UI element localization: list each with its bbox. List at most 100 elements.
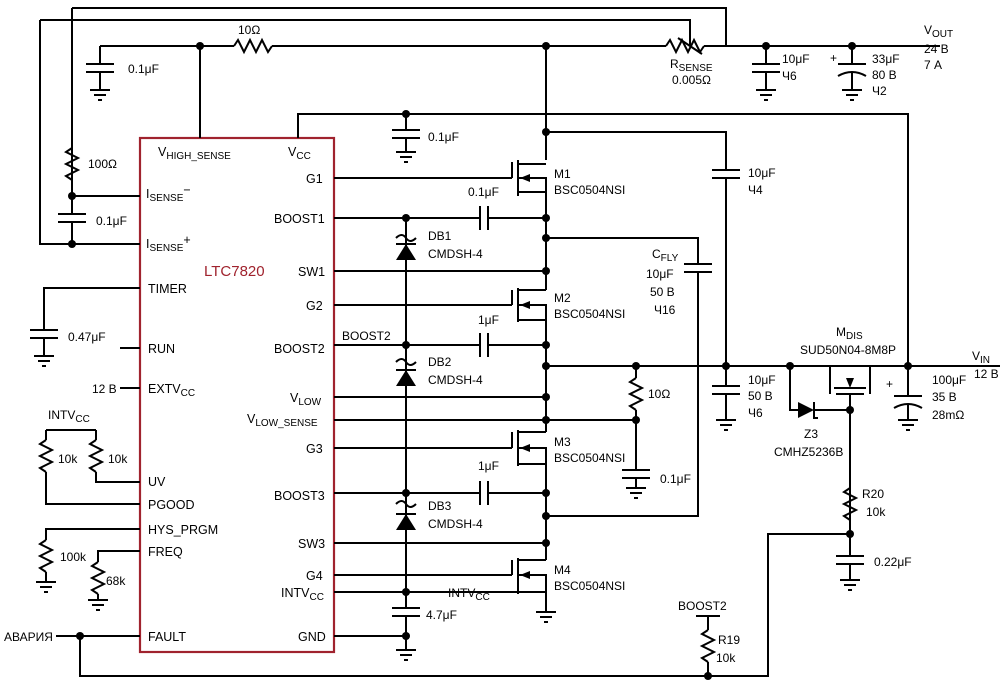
r-uv1-label: 10k xyxy=(58,452,78,466)
m2-name: M2 xyxy=(554,291,571,305)
wire-isense-plus xyxy=(39,20,140,245)
pin-gnd: GND xyxy=(298,630,326,644)
pin-timer: TIMER xyxy=(148,282,187,296)
wire-crossover xyxy=(395,234,417,242)
diode-db3 xyxy=(396,514,416,530)
cfly-value: 10μF xyxy=(646,267,674,281)
wire-top-loop-right xyxy=(72,7,727,47)
c-vcc-label: 0.1μF xyxy=(428,130,459,144)
c-mid-value: 10μF xyxy=(748,373,776,387)
polarity-plus: + xyxy=(830,51,837,65)
r19-name: R19 xyxy=(718,633,740,647)
m1-body xyxy=(518,177,547,192)
pin-g3: G3 xyxy=(306,442,323,456)
wire-fault-return xyxy=(79,533,852,677)
wire xyxy=(789,366,798,411)
pin-isense-minus: ISENSE− xyxy=(146,183,191,204)
pin-vhigh-sense: VHIGH_SENSE xyxy=(158,145,231,162)
c-out2-value: 33μF xyxy=(872,52,900,66)
c-boost1-label: 0.1μF xyxy=(468,185,499,199)
c-timer-label: 0.47μF xyxy=(68,330,106,344)
zener-z3-bar xyxy=(813,402,818,419)
fault-net-label: АВАРИЯ xyxy=(4,630,53,644)
r10ohm-label: 10Ω xyxy=(238,23,260,37)
db3-part: CMDSH-4 xyxy=(428,517,483,531)
wire-hys xyxy=(45,528,140,540)
intvcc-net-label: INTVCC xyxy=(448,586,490,603)
pin-sw1: SW1 xyxy=(298,265,325,279)
pin-vlow-sense: VLOW_SENSE xyxy=(247,412,318,429)
db2-name: DB2 xyxy=(428,355,452,369)
diode-db1 xyxy=(396,244,416,260)
node xyxy=(632,416,640,424)
ic-body xyxy=(138,136,336,654)
resistor-hys xyxy=(37,539,55,573)
c-isense-label: 0.1μF xyxy=(96,214,127,228)
c-mid-voltage: 50 В xyxy=(748,389,773,403)
node xyxy=(402,214,410,222)
cfly-voltage: 50 В xyxy=(650,285,675,299)
m4-part: BSC0504NSI xyxy=(554,579,625,593)
r-vlow-label: 10Ω xyxy=(648,387,670,401)
wire-crossover xyxy=(395,358,417,366)
resistor-10ohm xyxy=(233,37,273,55)
r20-name: R20 xyxy=(862,487,884,501)
m3-body xyxy=(518,447,547,464)
db2-part: CMDSH-4 xyxy=(428,373,483,387)
pin-hys-prgm: HYS_PRGM xyxy=(148,523,218,537)
pin-vcc: VCC xyxy=(288,145,311,162)
wire-top-loop-inner xyxy=(40,19,691,46)
pin-isense-plus: ISENSE+ xyxy=(146,233,191,254)
r-uv2-label: 10k xyxy=(108,452,128,466)
pin-boost3: BOOST3 xyxy=(274,489,325,503)
mdis-part: SUD50N04-8M8P xyxy=(800,343,896,357)
cfly-name: CFLY xyxy=(652,247,679,264)
c-out1-count: Ч6 xyxy=(782,69,797,83)
pin-fault: FAULT xyxy=(148,630,186,644)
pin-sw3: SW3 xyxy=(298,537,325,551)
c-boost3-label: 1μF xyxy=(478,459,499,473)
pin-intvcc: INTVCC xyxy=(281,586,324,603)
node xyxy=(402,341,410,349)
wire-crossover xyxy=(395,500,417,508)
rsense-value: 0.005Ω xyxy=(672,73,711,87)
pin-g4: G4 xyxy=(306,569,323,583)
cfly-count: Ч16 xyxy=(654,303,676,317)
mdis-name: MDIS xyxy=(836,325,863,342)
m2-part: BSC0504NSI xyxy=(554,307,625,321)
resistor-vlow xyxy=(627,377,645,411)
resistor-uv1 xyxy=(37,439,55,473)
r-hys-label: 100k xyxy=(60,550,87,564)
c-out1-value: 10μF xyxy=(782,52,810,66)
boost2-bottom-label: BOOST2 xyxy=(678,599,727,613)
r20-value: 10k xyxy=(866,505,886,519)
resistor-uv2 xyxy=(87,439,105,473)
c-intvcc-label: 4.7μF xyxy=(426,608,457,622)
c-out2-count: Ч2 xyxy=(872,84,887,98)
m3-name: M3 xyxy=(554,435,571,449)
vin-spec: 12 В xyxy=(974,367,999,381)
c-in-esr: 28mΩ xyxy=(932,408,964,422)
pin-g1: G1 xyxy=(306,172,323,186)
m4-name: M4 xyxy=(554,563,571,577)
node xyxy=(542,512,550,520)
node xyxy=(402,489,410,497)
c-in-value: 100μF xyxy=(932,373,966,387)
pin-vlow: VLOW xyxy=(290,391,322,408)
intvcc-top-label: INTVCC xyxy=(48,408,90,425)
db1-name: DB1 xyxy=(428,229,452,243)
diode-db2 xyxy=(396,370,416,386)
c-sw1-value: 10μF xyxy=(748,166,776,180)
c-out2-voltage: 80 В xyxy=(872,68,897,82)
wire-pgood xyxy=(45,472,140,505)
r-freq-label: 68k xyxy=(106,574,126,588)
ic-name: LTC7820 xyxy=(204,263,265,280)
m1-part: BSC0504NSI xyxy=(554,183,625,197)
resistor-100ohm xyxy=(63,147,81,181)
c-sw1-count: Ч4 xyxy=(748,183,763,197)
pin-extvcc: EXTVCC xyxy=(148,382,195,399)
c-mid-count: Ч6 xyxy=(748,406,763,420)
wire-uv xyxy=(95,472,140,483)
m2-body xyxy=(518,304,547,320)
